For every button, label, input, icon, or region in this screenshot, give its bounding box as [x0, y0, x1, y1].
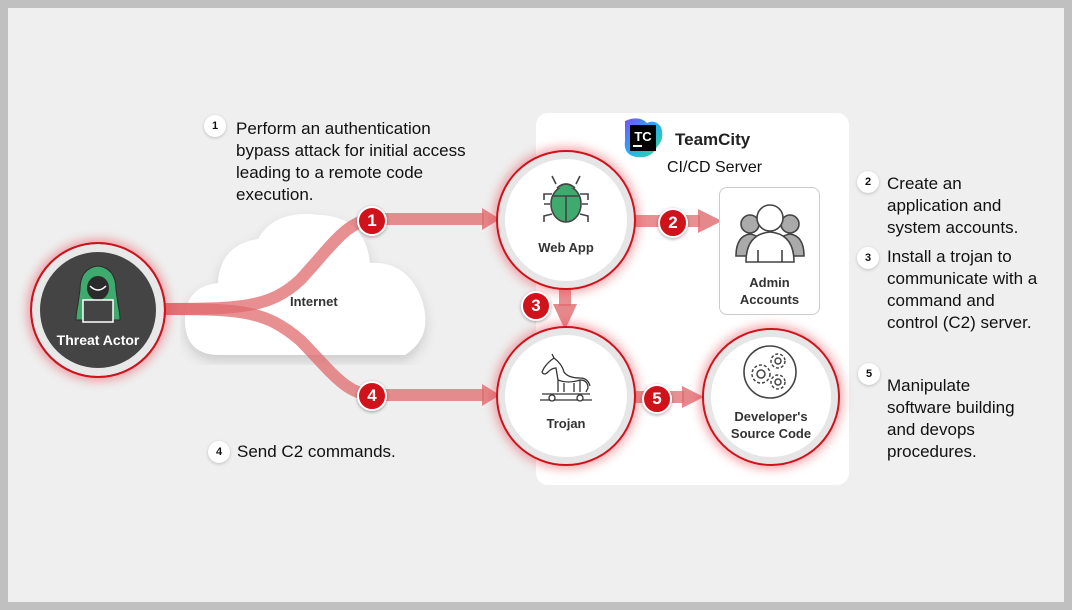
note-4-line: Send C2 commands.: [237, 442, 396, 461]
server-subtitle: CI/CD Server: [667, 159, 763, 176]
source-code-label: Developer's Source Code: [704, 408, 838, 442]
note-number-4: 4: [208, 441, 230, 463]
threat-actor-label: Threat Actor: [56, 332, 140, 348]
teamcity-logo-text: TC: [634, 129, 652, 144]
note-number-1: 1: [204, 115, 226, 137]
step-badge-3: 3: [521, 291, 551, 321]
node-source-code[interactable]: Developer's Source Code: [702, 328, 840, 466]
note-step-4: Send C2 commands.: [237, 441, 396, 463]
note-step-5: Manipulate software building and devops …: [887, 375, 1015, 463]
note-step-3: Install a trojan to communicate with a c…: [887, 246, 1037, 334]
note-number-3: 3: [857, 247, 879, 269]
note-1-line: bypass attack for initial access: [236, 141, 466, 160]
node-web-app[interactable]: Web App: [496, 150, 636, 290]
note-2-line: system accounts.: [887, 218, 1019, 237]
admin-accounts-label: Admin Accounts: [720, 274, 819, 308]
note-3-line: command and: [887, 291, 995, 310]
admin-accounts-label-line1: Admin: [749, 275, 790, 290]
web-app-label: Web App: [538, 240, 594, 255]
note-5-line: software building: [887, 398, 1015, 417]
step-badge-5: 5: [642, 384, 672, 414]
trojan-label: Trojan: [546, 416, 586, 431]
users-icon: [735, 204, 805, 263]
note-3-line: Install a trojan to: [887, 247, 1012, 266]
note-3-line: control (C2) server.: [887, 313, 1032, 332]
note-3-line: communicate with a: [887, 269, 1038, 288]
step-badge-2: 2: [658, 208, 688, 238]
teamcity-logo-icon: TC: [621, 117, 665, 161]
teamcity-brand: TC TeamCity: [621, 117, 750, 161]
note-5-line: Manipulate: [887, 376, 971, 395]
note-1-line: Perform an authentication: [236, 119, 431, 138]
step-badge-4: 4: [357, 381, 387, 411]
node-admin-accounts[interactable]: Admin Accounts: [719, 187, 820, 315]
source-code-label-line2: Source Code: [730, 426, 812, 441]
note-1-line: execution.: [236, 185, 314, 204]
teamcity-name: TeamCity: [675, 130, 751, 149]
step-badge-1: 1: [357, 206, 387, 236]
note-step-2: Create an application and system account…: [887, 173, 1018, 239]
trojan-horse-icon: [540, 353, 592, 402]
note-5-line: procedures.: [887, 442, 977, 461]
note-1-line: leading to a remote code: [236, 163, 424, 182]
note-2-line: application and: [887, 196, 1002, 215]
note-number-5: 5: [858, 363, 880, 385]
node-threat-actor[interactable]: Threat Actor: [30, 242, 166, 378]
internet-label: Internet: [290, 294, 338, 309]
node-trojan[interactable]: Trojan: [496, 326, 636, 466]
internet-cloud-icon: [185, 214, 426, 355]
note-step-1: Perform an authentication bypass attack …: [236, 118, 466, 206]
note-2-line: Create an: [887, 174, 962, 193]
admin-accounts-label-line2: Accounts: [739, 292, 800, 307]
hacker-icon: [75, 265, 121, 323]
note-number-2: 2: [857, 171, 879, 193]
note-5-line: and devops: [887, 420, 975, 439]
gears-icon: [743, 345, 797, 399]
source-code-label-line1: Developer's: [734, 409, 808, 424]
bug-icon: [543, 175, 589, 223]
